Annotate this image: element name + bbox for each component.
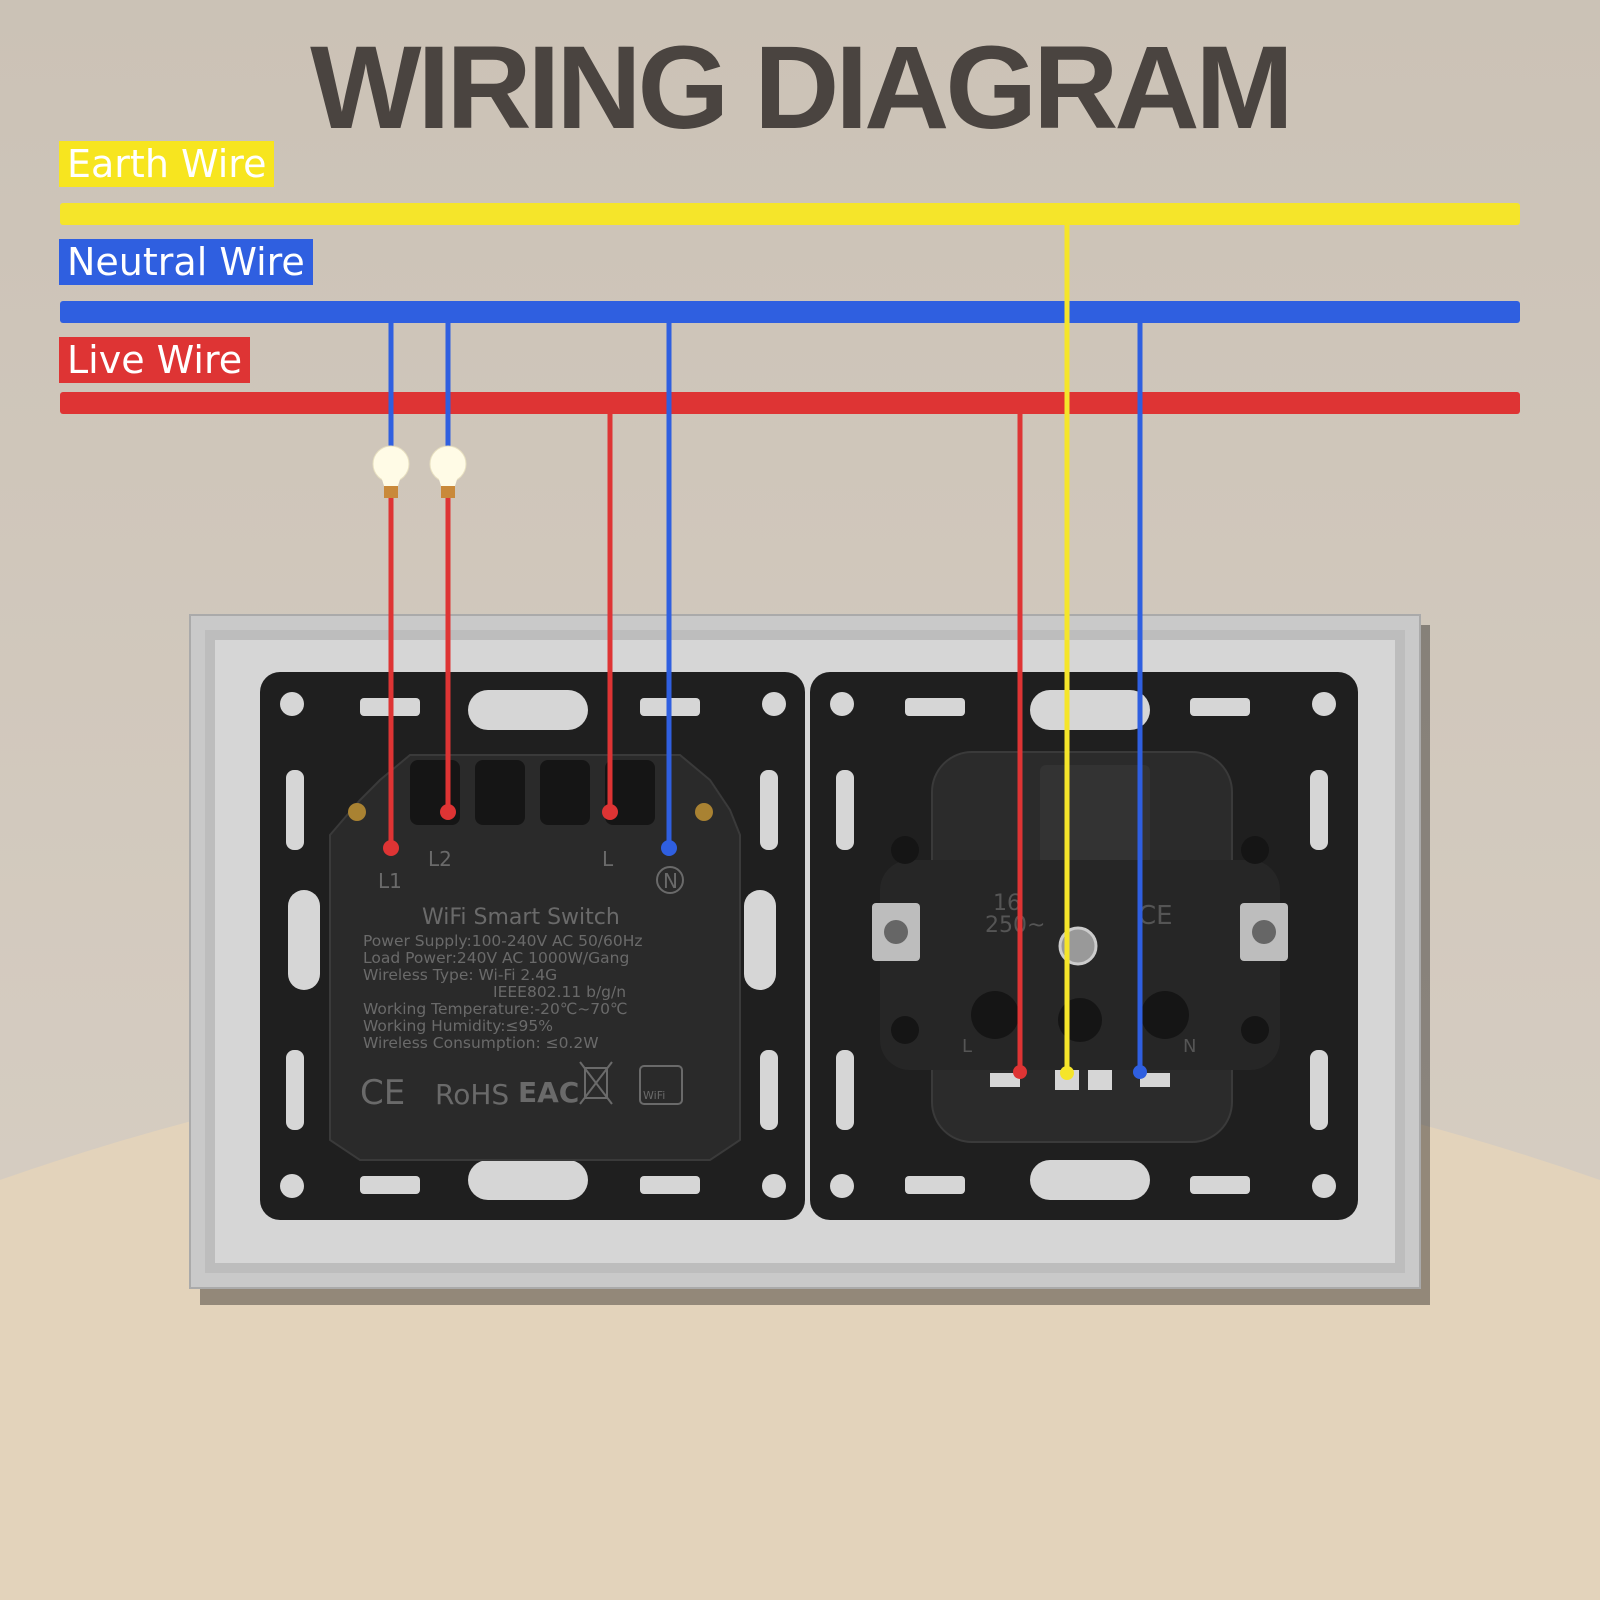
terminal-label-l2: L2 xyxy=(428,847,452,871)
socket-clamp-screws xyxy=(884,920,1276,944)
ce-mark: CE xyxy=(360,1073,405,1113)
terminal-slots xyxy=(410,760,655,825)
page-title: WIRING DIAGRAM xyxy=(310,22,1294,154)
socket-rating-top: 16 xyxy=(993,891,1021,916)
spec-line-7: Wireless Consumption: ≤0.2W xyxy=(363,1034,599,1052)
spec-line-6: Working Humidity:≤95% xyxy=(363,1017,553,1035)
switch-module xyxy=(329,754,741,1161)
switch-name: WiFi Smart Switch xyxy=(422,905,620,930)
socket-ce-mark: CE xyxy=(1138,901,1173,931)
vertical-wires xyxy=(388,214,1143,1073)
terminal-label-n: N xyxy=(663,869,678,893)
neutral-wire-label: Neutral Wire xyxy=(59,239,313,285)
wifi-mark-icon xyxy=(639,1065,683,1105)
wifi-mark-text: WiFi xyxy=(643,1089,665,1102)
plate-ribs xyxy=(205,630,1405,1273)
eac-mark: EAC xyxy=(518,1076,579,1109)
earth-wire-bus xyxy=(60,203,1520,225)
spec-line-4: IEEE802.11 b/g/n xyxy=(493,983,626,1001)
terminal-label-l: L xyxy=(602,847,614,871)
spec-line-3: Wireless Type: Wi-Fi 2.4G xyxy=(363,966,557,984)
spec-line-1: Power Supply:100-240V AC 50/60Hz xyxy=(363,932,643,950)
switch-frame-holes xyxy=(280,690,786,1200)
socket-top-block xyxy=(1040,765,1150,865)
socket-rating-bottom: 250~ xyxy=(985,913,1045,938)
live-wire-bus xyxy=(60,392,1520,414)
socket-label-l: L xyxy=(962,1036,972,1057)
lamp-1-icon xyxy=(372,445,410,498)
live-wire-label: Live Wire xyxy=(59,337,251,383)
neutral-wire-bus xyxy=(60,301,1520,323)
lamp-2-icon xyxy=(429,445,467,498)
terminal-screws xyxy=(348,803,713,821)
terminal-label-l1: L1 xyxy=(378,869,402,893)
spec-line-2: Load Power:240V AC 1000W/Gang xyxy=(363,949,629,967)
spec-line-5: Working Temperature:-20℃~70℃ xyxy=(363,1000,627,1018)
neutral-circle-icon xyxy=(656,866,684,894)
socket-frame-holes xyxy=(830,690,1336,1200)
connection-dots xyxy=(383,804,1147,1080)
earth-wire-label: Earth Wire xyxy=(59,141,275,187)
socket-holes xyxy=(891,836,1269,1044)
socket-label-n: N xyxy=(1183,1036,1196,1057)
rohs-mark: RoHS xyxy=(435,1078,509,1111)
weee-bin-icon xyxy=(579,1061,613,1105)
